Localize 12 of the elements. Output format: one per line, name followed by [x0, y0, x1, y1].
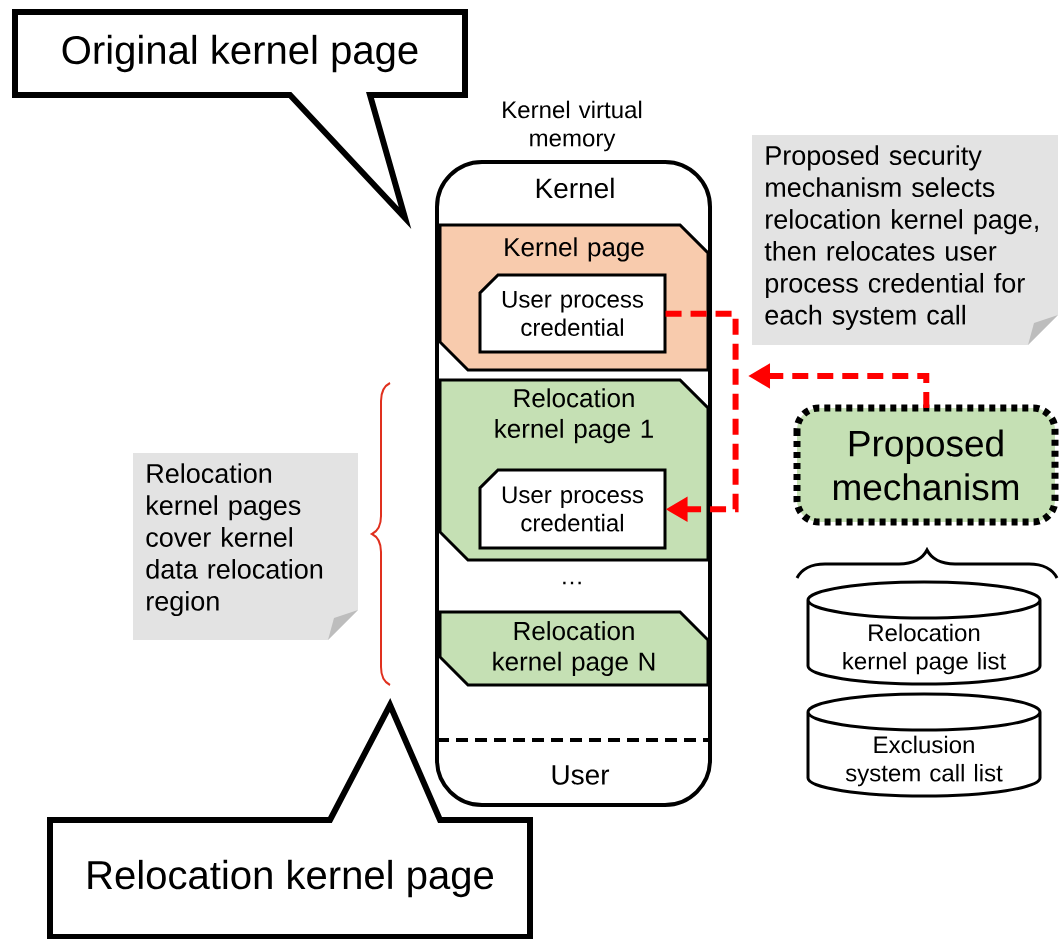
credential-box: User process credential: [478, 468, 667, 550]
note-box: Proposed security mechanism selects relocation kernel page, then relocates user process credential for each system call: [752, 135, 1058, 345]
database-cylinder: Exclusion system call list: [806, 692, 1042, 798]
node-label: Kernel virtual memory: [503, 100, 642, 152]
page-block: Relocation kernel page N: [438, 610, 710, 687]
credential-box: User process credential: [478, 273, 667, 354]
note-box: Relocation kernel pages cover kernel data relocation region: [133, 453, 358, 640]
database-cylinder: Relocation kernel page list: [806, 580, 1042, 686]
mechanism-box: Proposed mechanism: [793, 404, 1059, 526]
arrow: [665, 310, 739, 523]
callout-box: Original kernel page: [12, 9, 468, 230]
callout-box: Relocation kernel page: [47, 698, 533, 939]
